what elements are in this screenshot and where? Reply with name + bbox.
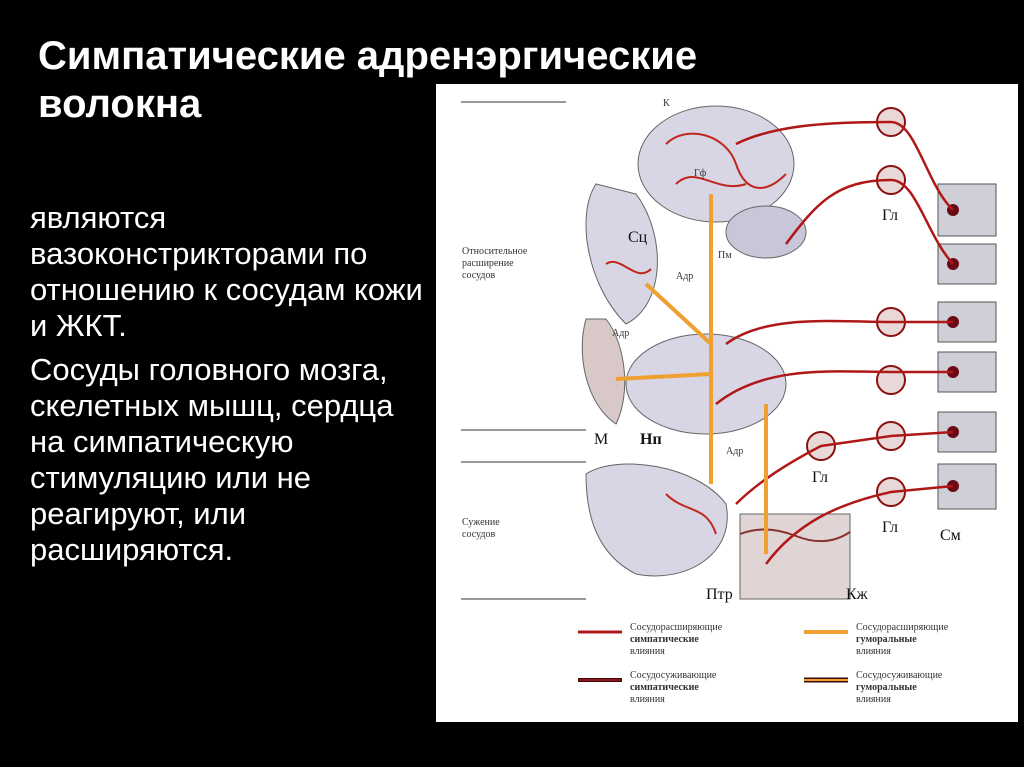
humoral-arrows: [615, 194, 768, 554]
legend-4-line-2: гуморальные: [856, 682, 917, 693]
legend-3-line-1: Сосудосуживающие: [630, 670, 717, 681]
legend-4-line-1: Сосудосуживающие: [856, 670, 943, 681]
brain-illustration: [637, 105, 807, 259]
label-adr-3: Адр: [726, 446, 743, 457]
label-m: М: [594, 431, 608, 448]
label-gf: Гф: [694, 168, 707, 179]
legend-1-line-3: влияния: [630, 646, 665, 657]
muscle-illustration: [581, 318, 626, 425]
title-line-1: Симпатические адренэргические: [38, 34, 698, 78]
sympathetic-diagram: Относительное расширение сосудов Сужение…: [436, 84, 1018, 722]
heart-illustration: [585, 183, 658, 325]
diagram-svg: Относительное расширение сосудов Сужение…: [461, 98, 997, 705]
legend-2-line-1: Сосудорасширяющие: [856, 622, 949, 633]
side-label-bottom-2: сосудов: [462, 529, 495, 540]
label-gl-2: Гл: [812, 469, 828, 486]
legend: Сосудорасширяющие симпатические влияния …: [578, 622, 951, 705]
skin-illustration: [739, 513, 851, 600]
svg-text:Сужение сосудов: Сужение сосудов: [462, 517, 502, 540]
label-adr-1: Адр: [676, 271, 693, 282]
label-k: К: [663, 98, 670, 109]
slide-title: Симпатические адренэргические волокна: [38, 32, 698, 128]
legend-2-line-2: гуморальные: [856, 634, 917, 645]
side-label-top-3: сосудов: [462, 270, 495, 281]
legend-1-line-1: Сосудорасширяющие: [630, 622, 723, 633]
legend-3-line-2: симпатические: [630, 682, 699, 693]
label-sm: См: [940, 527, 961, 544]
label-sc: Сц: [628, 229, 648, 246]
label-kzh: Кж: [846, 586, 869, 603]
svg-text:Относительное расширение: Относительное расширение сосудов: [462, 246, 530, 281]
legend-2-line-3: влияния: [856, 646, 891, 657]
spinal-cord-segments: [937, 183, 997, 510]
svg-text:Сосудорасширяющие симп: Сосудорасширяющие симпатические влияния: [630, 622, 725, 657]
label-adr-2: Адр: [612, 328, 629, 339]
legend-3-line-3: влияния: [630, 694, 665, 705]
svg-text:Сосудосуживающие гумор: Сосудосуживающие гуморальные влияния: [856, 670, 945, 705]
slide-body: являются вазоконстрикторами по отношению…: [30, 200, 430, 576]
svg-text:Сосудорасширяющие гумо: Сосудорасширяющие гуморальные влияния: [856, 622, 951, 657]
label-gl-3: Гл: [882, 519, 898, 536]
legend-1-line-2: симпатические: [630, 634, 699, 645]
label-gl-1: Гл: [882, 207, 898, 224]
label-ptr: Птр: [706, 586, 733, 603]
side-label-bottom-1: Сужение: [462, 517, 500, 528]
title-line-2: волокна: [38, 82, 202, 126]
label-np: Нп: [640, 431, 662, 448]
paragraph-brain-vessels: Сосуды головного мозга, скелетных мышц, …: [30, 352, 394, 567]
label-pm: Пм: [718, 250, 732, 261]
intestine-illustration: [585, 333, 787, 577]
svg-text:Сосудосуживающие симпа: Сосудосуживающие симпатические влияния: [630, 670, 719, 705]
side-label-top-2: расширение: [462, 258, 514, 269]
legend-4-line-3: влияния: [856, 694, 891, 705]
paragraph-vasoconstriction: являются вазоконстрикторами по отношению…: [30, 200, 423, 343]
side-label-top-1: Относительное: [462, 246, 528, 257]
sympathetic-fibers: [715, 120, 954, 565]
